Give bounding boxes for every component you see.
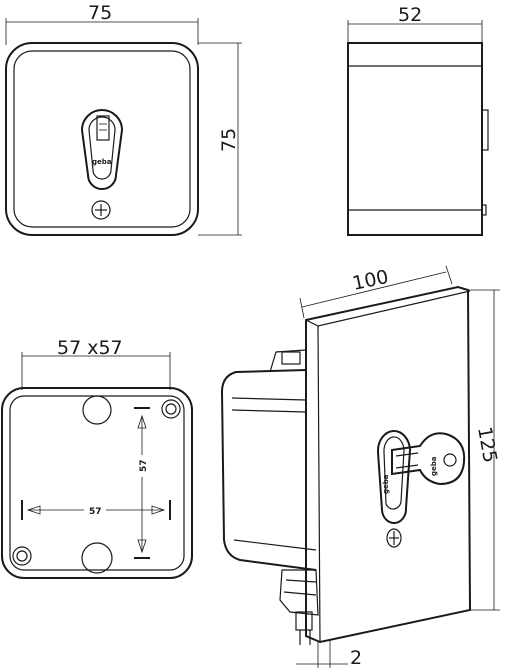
back-view: 57 x57 57 57 xyxy=(1,337,193,579)
front-height-dim: 75 xyxy=(218,128,240,152)
lock-cylinder-iso: geba xyxy=(376,429,412,525)
front-brand-logo: geba xyxy=(92,158,112,166)
front-housing xyxy=(5,42,199,236)
side-housing xyxy=(347,42,483,236)
mount-hole-bottom-left xyxy=(12,546,32,566)
lock-cylinder-front: geba xyxy=(80,109,124,190)
iso-view: 100 geba xyxy=(220,266,501,669)
key-icon: geba xyxy=(391,432,466,486)
back-vertical-dim: 57 xyxy=(139,459,149,472)
iso-height-dim: 125 xyxy=(473,425,501,465)
front-cover xyxy=(13,50,191,228)
screw-icon-iso xyxy=(386,528,402,548)
mount-hole-top-right xyxy=(161,399,181,419)
front-view: 75 geba 75 xyxy=(5,2,242,236)
cable-entry-bottom xyxy=(81,542,113,574)
svg-text:geba: geba xyxy=(430,456,438,476)
back-horizontal-dim: 57 xyxy=(89,507,102,517)
front-width-dim: 75 xyxy=(88,2,112,24)
side-view: 52 xyxy=(347,4,489,236)
back-hole-spacing-dim: 57 x57 xyxy=(57,337,123,359)
cable-entry-top xyxy=(82,395,112,425)
back-housing xyxy=(1,387,193,579)
cable-gland xyxy=(279,569,319,645)
iso-brand-logo: geba xyxy=(382,474,390,494)
iso-width-dim: 100 xyxy=(350,266,390,295)
iso-thickness-dim: 2 xyxy=(350,647,362,669)
side-depth-dim: 52 xyxy=(398,4,422,26)
screw-icon xyxy=(91,200,111,220)
iso-box-body xyxy=(220,369,317,571)
